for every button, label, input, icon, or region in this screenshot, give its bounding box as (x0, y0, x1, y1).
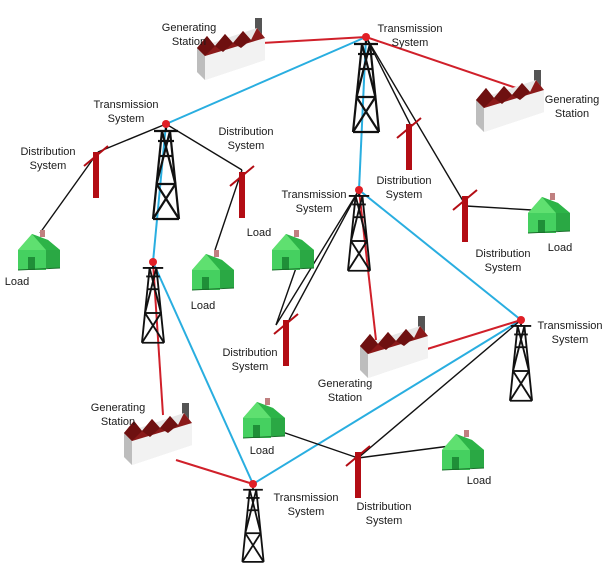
label-gen-top-2: Station (172, 36, 206, 48)
label-gen-center-2: Station (328, 392, 362, 404)
line-tl-left (152, 123, 167, 263)
label-gen-top: Generating (162, 22, 216, 34)
label-load-right: Load (548, 242, 572, 254)
tower-right (509, 316, 533, 402)
label-gen-right-2: Station (555, 108, 589, 120)
line-tc-tl (165, 36, 367, 125)
label-load-bottom-left: Load (250, 445, 274, 457)
generation-links (152, 36, 523, 485)
label-dist-center: Distribution (222, 347, 277, 359)
label-gen-left-2: Station (101, 416, 135, 428)
label-transmission-right-2: System (552, 334, 589, 346)
line-left-b (152, 261, 254, 485)
label-transmission-right: Transmission (538, 320, 603, 332)
label-dist-center-2: System (232, 361, 269, 373)
tower-left (141, 258, 165, 344)
label-transmission-center: Transmission (282, 189, 347, 201)
line-b-r (252, 319, 522, 485)
load-house-bottom-left (242, 397, 286, 439)
label-dist-right: Distribution (475, 248, 530, 260)
label-transmission-bottom-2: System (288, 506, 325, 518)
label-dist-bottom-2: System (366, 515, 403, 527)
generating-station-center (360, 316, 428, 378)
label-transmission-top-left-2: System (108, 113, 145, 125)
label-transmission-top-center: Transmission (378, 23, 443, 35)
pole-mid (396, 117, 422, 171)
gen-center-to-r-link (423, 319, 522, 351)
label-load-left: Load (5, 276, 29, 288)
label-transmission-center-2: System (296, 203, 333, 215)
label-gen-right: Generating (545, 94, 599, 106)
label-load-bottom-right: Load (467, 475, 491, 487)
line-c-r (358, 189, 522, 321)
label-dist-top-center-2: System (228, 140, 265, 152)
gen-left-to-b-link (175, 459, 254, 485)
tower-center (347, 186, 371, 272)
load-house-center (271, 229, 315, 271)
load-house-right (527, 192, 571, 234)
pole-bottom (345, 445, 371, 499)
label-dist-top-left: Distribution (20, 146, 75, 158)
label-transmission-bottom: Transmission (274, 492, 339, 504)
label-dist-right-2: System (485, 262, 522, 274)
tower-node (362, 33, 370, 41)
label-dist-mid-2: System (386, 189, 423, 201)
label-dist-top-left-2: System (30, 160, 67, 172)
tower-node (162, 120, 170, 128)
tower-bottom (241, 480, 265, 563)
tower-top-left (151, 120, 181, 221)
label-transmission-top-left: Transmission (94, 99, 159, 111)
generating-station-right (476, 70, 544, 132)
tower-top-center (351, 33, 381, 134)
label-gen-left: Generating (91, 402, 145, 414)
gen-center-link (358, 189, 377, 341)
label-transmission-top-center-2: System (392, 37, 429, 49)
pole-right (452, 189, 478, 243)
pole-top-left (83, 145, 109, 199)
pole-top-center (229, 165, 255, 219)
label-gen-center: Generating (318, 378, 372, 390)
label-load-center: Load (247, 227, 271, 239)
tower-node (355, 186, 363, 194)
label-dist-bottom: Distribution (356, 501, 411, 513)
label-dist-top-center: Distribution (218, 126, 273, 138)
load-house-bottom-right (441, 429, 485, 471)
gen-top-link (261, 36, 367, 44)
label-dist-mid: Distribution (376, 175, 431, 187)
load-house-left (17, 229, 61, 271)
tower-node (249, 480, 257, 488)
gen-right-link (365, 36, 523, 91)
tower-node (517, 316, 525, 324)
load-house-center-left (191, 249, 235, 291)
label-load-center-left: Load (191, 300, 215, 312)
tower-node (149, 258, 157, 266)
labels: Transmission System Transmission System … (5, 22, 603, 527)
